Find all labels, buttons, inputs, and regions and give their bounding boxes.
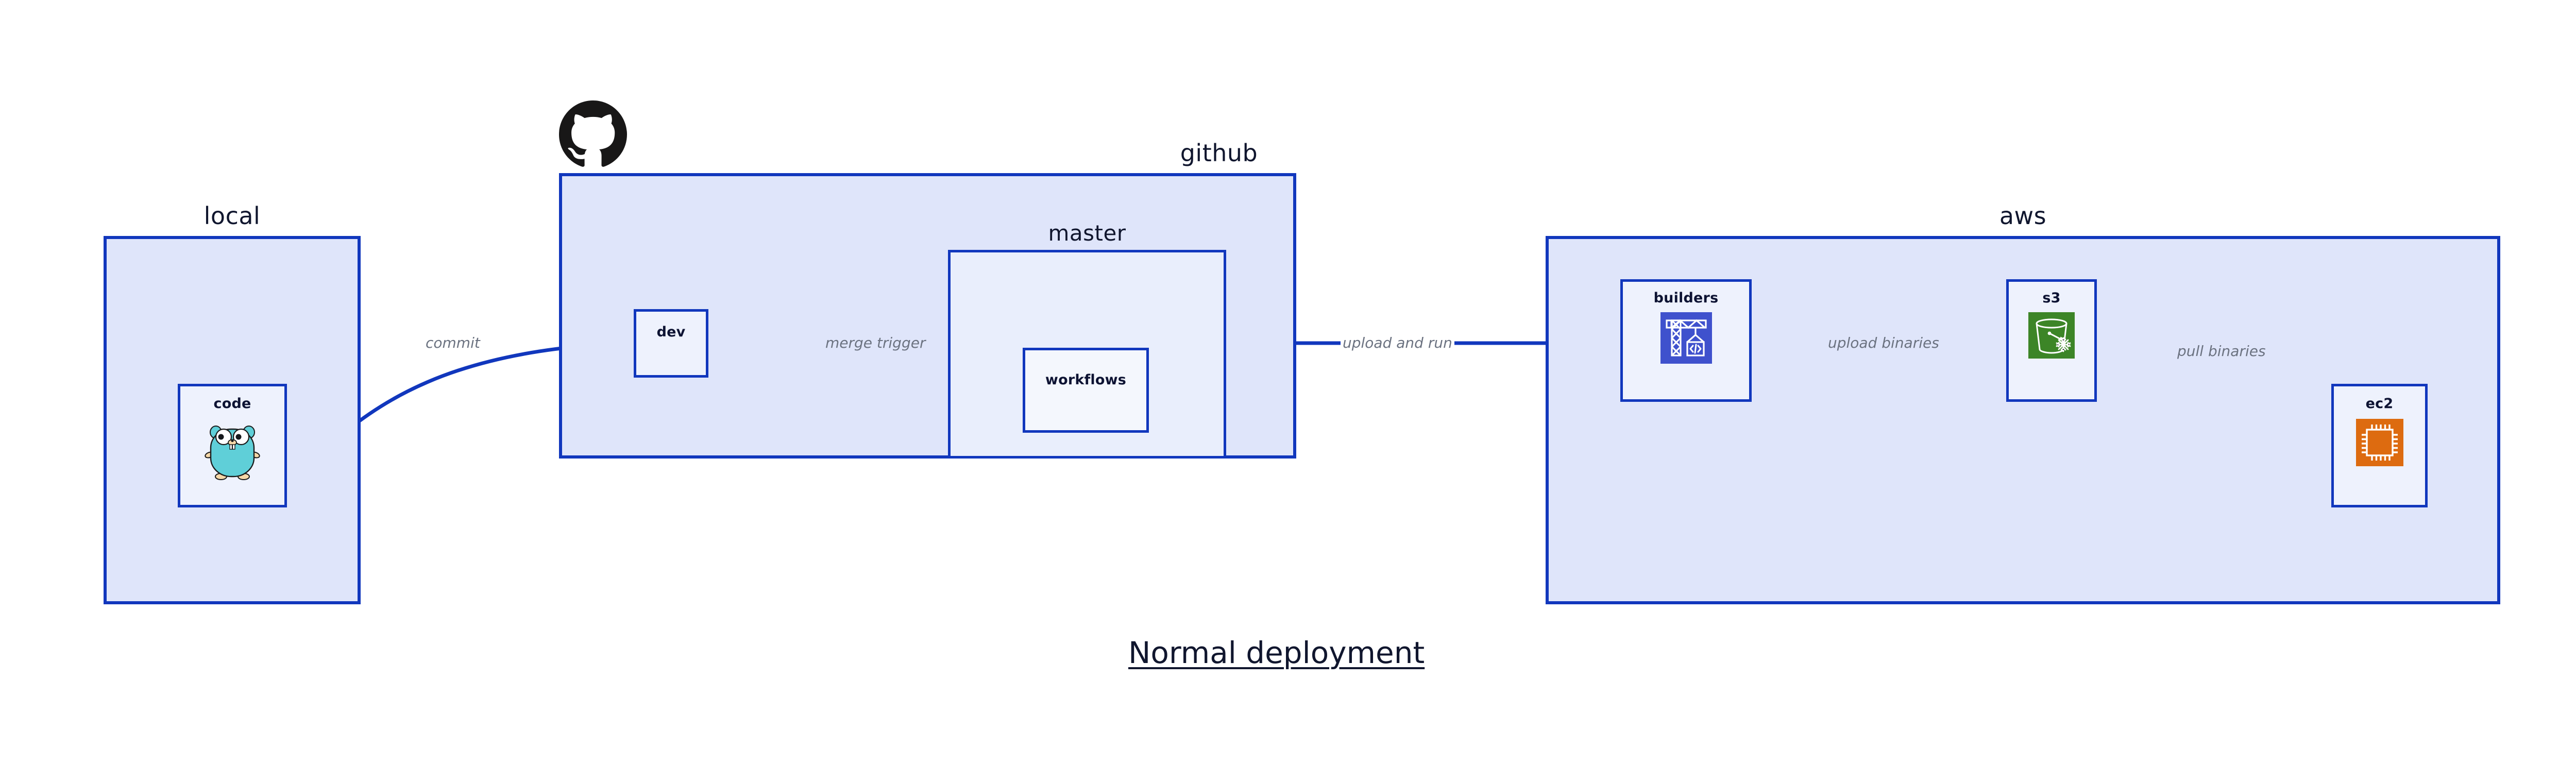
github-octocat-icon — [559, 100, 627, 171]
aws-codebuild-icon — [1660, 312, 1712, 366]
node-workflows[interactable]: workflows — [1023, 348, 1149, 433]
edge-label-merge-trigger: merge trigger — [823, 336, 928, 350]
edge-label-commit: commit — [423, 336, 482, 350]
edge-label-pull-binaries: pull binaries — [2175, 344, 2268, 359]
edge-label-upload-binaries: upload binaries — [1826, 336, 1941, 350]
node-code-label: code — [213, 396, 251, 412]
node-ec2[interactable]: ec2 — [2331, 384, 2428, 507]
node-dev-label: dev — [656, 324, 686, 340]
node-s3[interactable]: s3 — [2006, 279, 2097, 402]
group-label-local: local — [204, 202, 261, 230]
group-label-master: master — [1048, 220, 1126, 246]
node-builders[interactable]: builders — [1620, 279, 1752, 402]
node-builders-label: builders — [1653, 290, 1719, 306]
aws-ec2-chip-icon — [2355, 419, 2403, 468]
node-code[interactable]: code — [178, 384, 287, 507]
edge-label-upload-and-run: upload and run — [1341, 336, 1454, 350]
node-dev[interactable]: dev — [634, 309, 708, 378]
aws-s3-bucket-icon — [2028, 312, 2075, 361]
group-label-github: github — [1180, 139, 1258, 167]
diagram-title: Normal deployment — [1128, 635, 1425, 670]
group-label-aws: aws — [1999, 202, 2047, 230]
node-s3-label: s3 — [2042, 290, 2061, 306]
node-ec2-label: ec2 — [2365, 396, 2394, 412]
go-gopher-icon — [205, 420, 260, 483]
node-workflows-label: workflows — [1045, 372, 1127, 388]
